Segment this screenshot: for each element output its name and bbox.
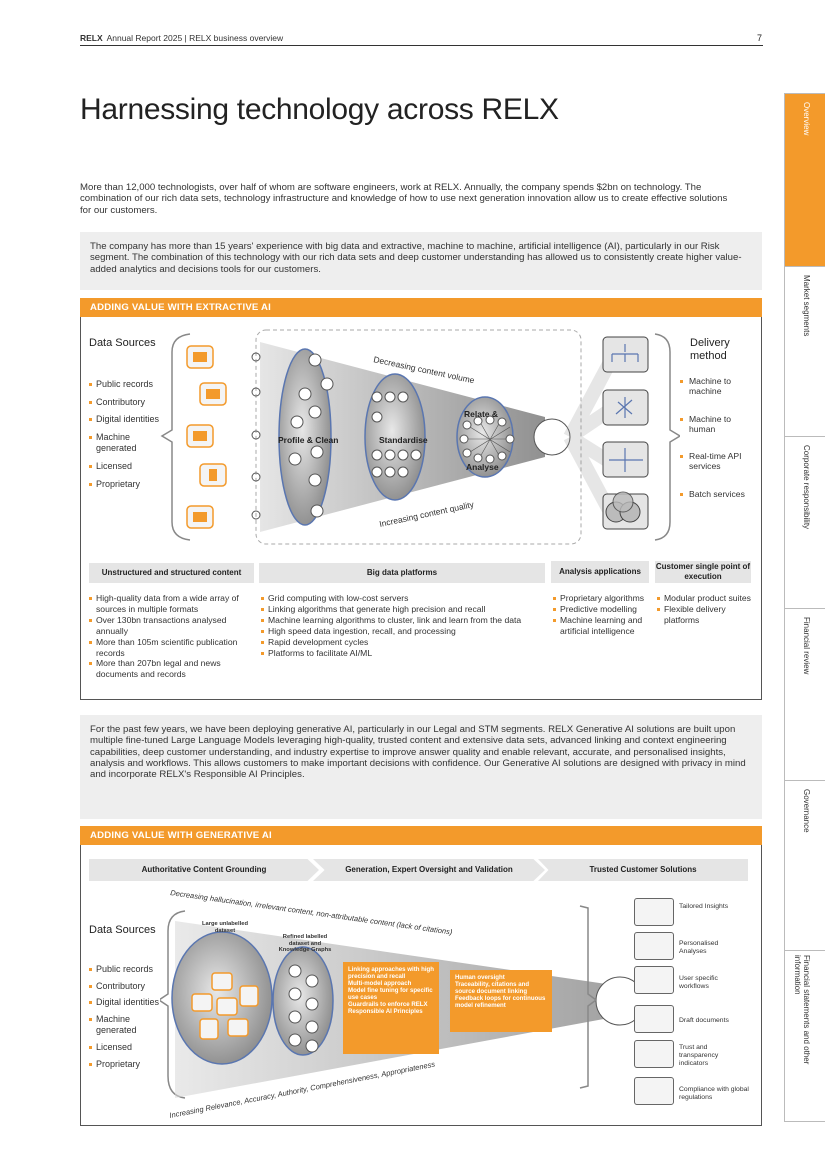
list-item: More than 207bn legal and news documents… <box>89 658 254 680</box>
list-item: Contributory <box>89 397 169 409</box>
brand: RELX <box>80 33 103 43</box>
header-rule <box>80 45 763 46</box>
intro-paragraph: More than 12,000 technologists, over hal… <box>80 182 728 216</box>
workflows-icon <box>634 966 674 994</box>
oversight-box: Human oversight Traceability, citations … <box>450 970 552 1032</box>
tab-governance[interactable]: Governance <box>784 780 825 950</box>
page-number: 7 <box>757 33 763 43</box>
output-label: Tailored Insights <box>679 903 729 910</box>
col-head-content: Unstructured and structured content <box>89 563 254 583</box>
list-item: Machine learning algorithms to cluster, … <box>261 615 543 626</box>
list-item: Machine generated <box>89 1014 164 1037</box>
generative-ai-panel <box>80 845 762 1126</box>
list-item: Digital identities <box>89 997 164 1009</box>
list-item: Platforms to facilitate AI/ML <box>261 648 543 659</box>
col3-list: Proprietary algorithms Predictive modell… <box>553 593 651 637</box>
output-label: Personalised Analyses <box>679 940 719 955</box>
tab-financial-statements[interactable]: Financial statements and other informati… <box>784 950 825 1122</box>
refined-dataset-label: Refined labelled dataset and Knowledge G… <box>278 934 332 953</box>
relate-label: Relate & <box>464 409 498 419</box>
generative-sources-list: Public records Contributory Digital iden… <box>89 964 164 1070</box>
output-label: Trust and transparency indicators <box>679 1044 719 1067</box>
list-item: Linking algorithms that generate high pr… <box>261 604 543 615</box>
col-head-platforms: Big data platforms <box>259 563 545 583</box>
col-head-analysis: Analysis applications <box>551 561 649 583</box>
output-label: Draft documents <box>679 1017 729 1024</box>
generation-approaches-box: Linking approaches with high precision a… <box>343 962 439 1054</box>
list-item: Batch services <box>680 489 752 499</box>
list-item: Flexible delivery platforms <box>657 604 753 626</box>
col2-list: Grid computing with low-cost servers Lin… <box>261 593 543 658</box>
analyse-label: Analyse <box>466 462 499 472</box>
delivery-list: Machine to machine Machine to human Real… <box>680 376 752 499</box>
list-item: Public records <box>89 379 169 391</box>
list-item: Licensed <box>89 1042 164 1054</box>
chevron-grounding: Authoritative Content Grounding <box>89 859 319 881</box>
tab-market-segments[interactable]: Market segments <box>784 266 825 436</box>
list-item: Proprietary <box>89 479 169 491</box>
extractive-ai-bar: ADDING VALUE WITH EXTRACTIVE AI <box>80 298 762 317</box>
list-item: Digital identities <box>89 414 169 426</box>
output-label: Compliance with global regulations <box>679 1086 749 1101</box>
large-dataset-label: Large unlabelled dataset <box>201 921 249 934</box>
list-item: Real-time API services <box>680 451 752 472</box>
trust-icon <box>634 1040 674 1068</box>
list-item: Machine to human <box>680 414 752 435</box>
tab-overview[interactable]: Overview <box>784 93 825 266</box>
tab-corporate-responsibility[interactable]: Corporate responsibility <box>784 436 825 608</box>
col4-list: Modular product suites Flexible delivery… <box>657 593 753 626</box>
list-item: Machine generated <box>89 432 169 455</box>
analyses-icon <box>634 932 674 960</box>
list-item: Machine to machine <box>680 376 752 397</box>
running-header: RELX Annual Report 2025 | RELX business … <box>80 33 283 43</box>
extractive-intro-box: The company has more than 15 years' expe… <box>80 232 762 290</box>
output-label: User specific workflows <box>679 975 718 990</box>
list-item: Predictive modelling <box>553 604 651 615</box>
generative-ai-bar: ADDING VALUE WITH GENERATIVE AI <box>80 826 762 845</box>
profile-label: Profile & Clean <box>278 435 338 445</box>
extractive-ai-panel <box>80 317 762 700</box>
chevron-generation: Generation, Expert Oversight and Validat… <box>313 859 545 881</box>
list-item: Rapid development cycles <box>261 637 543 648</box>
list-item: Modular product suites <box>657 593 753 604</box>
extractive-data-sources-title: Data Sources <box>89 337 156 349</box>
col-head-customer: Customer single point of execution <box>655 561 751 583</box>
page-title: Harnessing technology across RELX <box>80 93 559 126</box>
list-item: Proprietary <box>89 1059 164 1071</box>
header-text: Annual Report 2025 | RELX business overv… <box>106 33 284 43</box>
chevron-trusted: Trusted Customer Solutions <box>538 859 748 881</box>
extractive-flow-diagram: Decreasing content volume Increasing con… <box>160 329 680 545</box>
extractive-sources-list: Public records Contributory Digital iden… <box>89 379 169 490</box>
list-item: Machine learning and artificial intellig… <box>553 615 651 637</box>
list-item: Contributory <box>89 981 164 993</box>
insights-icon <box>634 898 674 926</box>
draft-documents-icon <box>634 1005 674 1033</box>
list-item: Grid computing with low-cost servers <box>261 593 543 604</box>
col1-list: High-quality data from a wide array of s… <box>89 593 254 680</box>
standardise-label: Standardise <box>379 435 428 445</box>
delivery-method-title: Delivery method <box>690 337 730 362</box>
list-item: High-quality data from a wide array of s… <box>89 593 254 615</box>
list-item: Licensed <box>89 461 169 473</box>
generative-intro-box: For the past few years, we have been dep… <box>80 715 762 819</box>
list-item: Public records <box>89 964 164 976</box>
list-item: High speed data ingestion, recall, and p… <box>261 626 543 637</box>
tab-financial-review[interactable]: Financial review <box>784 608 825 780</box>
list-item: Proprietary algorithms <box>553 593 651 604</box>
list-item: More than 105m scientific publication re… <box>89 637 254 659</box>
generative-data-sources-title: Data Sources <box>89 924 156 936</box>
list-item: Over 130bn transactions analysed annuall… <box>89 615 254 637</box>
increasing-label: Increasing content quality <box>378 499 475 529</box>
compliance-icon <box>634 1077 674 1105</box>
